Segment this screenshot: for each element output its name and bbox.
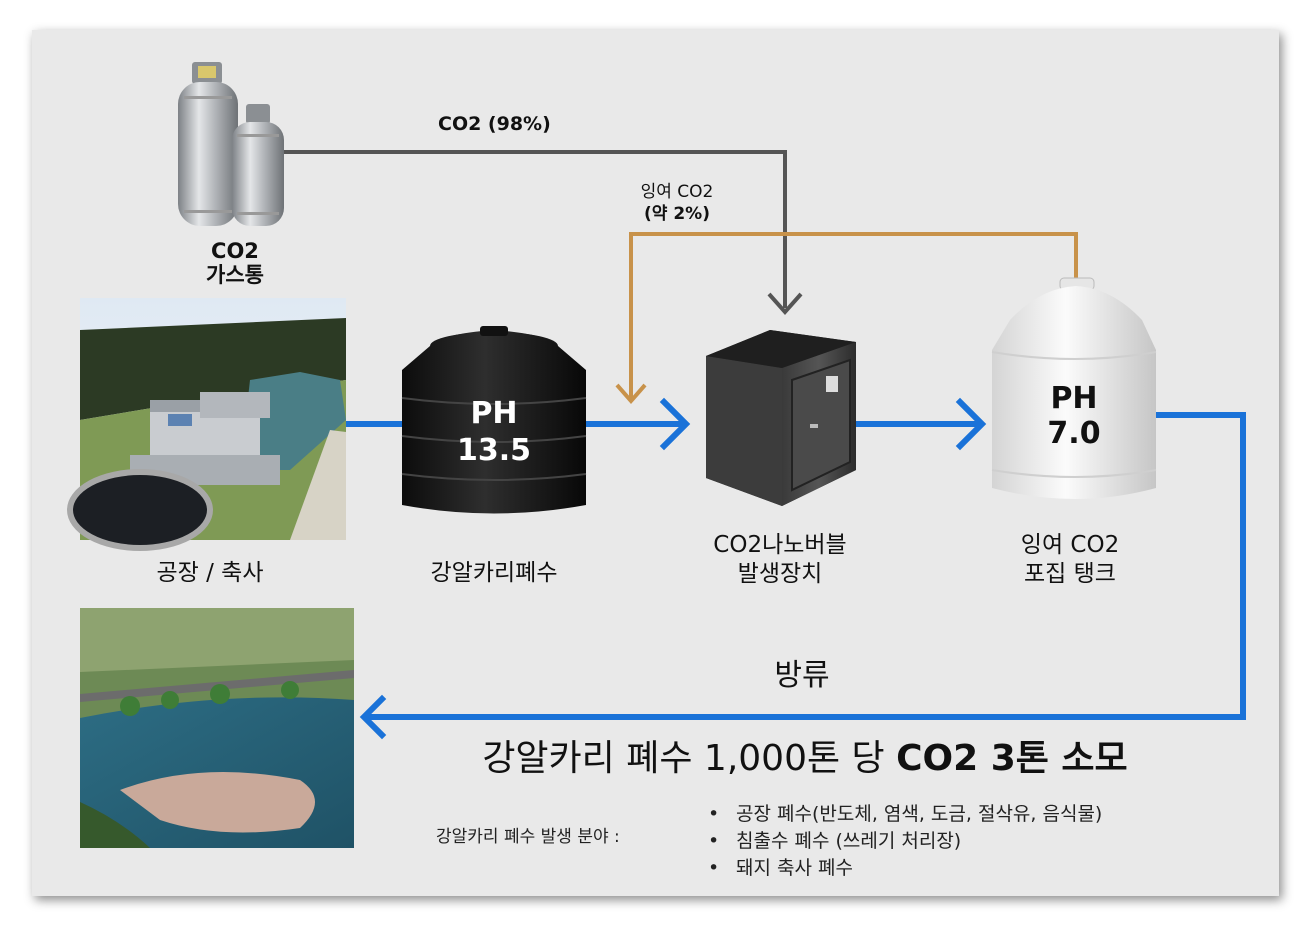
capture-ph-value: 7.0 [1047, 416, 1101, 451]
fields-title: 강알카리 폐수 발생 분야 : [436, 827, 620, 847]
nanobubble-label-line2: 발생장치 [737, 561, 823, 587]
field-item: 돼지 축사 폐수 [736, 857, 853, 879]
co2-supply-line [282, 150, 803, 316]
alkaline-wastewater-label: 강알카리폐수 [430, 560, 558, 586]
capture-tank-label-line2: 포집 탱크 [1024, 561, 1116, 587]
capture-tank-icon [991, 277, 1157, 499]
capture-ph-title: PH [1050, 381, 1098, 416]
surplus-co2-percent-label: (약 2%) [644, 204, 710, 224]
river-photo [80, 608, 354, 848]
surplus-co2-label: 잉여 CO2 [640, 182, 714, 202]
headline-prefix: 강알카리 폐수 1,000톤 당 [482, 738, 897, 779]
co2-cylinder-icon [178, 62, 284, 226]
alkaline-tank-icon [401, 326, 587, 514]
surplus-co2-line [615, 232, 1078, 405]
fields-list: • 공장 폐수(반도체, 염색, 도금, 절삭유, 음식물) • 침출수 폐수 (쓰… [708, 801, 1102, 882]
bullet: • [708, 857, 720, 879]
factory-photo [67, 298, 346, 551]
nanobubble-label-line1: CO2나노버블 [713, 532, 847, 558]
capture-tank-label-line1: 잉여 CO2 [1020, 532, 1120, 558]
field-item: 공장 폐수(반도체, 염색, 도금, 절삭유, 음식물) [736, 803, 1103, 825]
gas-cylinder-label-line2: 가스통 [206, 263, 264, 287]
alkaline-ph-title: PH [470, 396, 518, 431]
bullet: • [708, 803, 720, 825]
field-item: 침출수 폐수 (쓰레기 처리장) [736, 830, 962, 852]
list-item: • 공장 폐수(반도체, 염색, 도금, 절삭유, 음식물) [708, 801, 1102, 828]
discharge-label: 방류 [774, 658, 830, 693]
bullet: • [708, 830, 720, 852]
gas-cylinder-label-line1: CO2 [211, 239, 259, 263]
headline: 강알카리 폐수 1,000톤 당 CO2 3톤 소모 [380, 737, 1230, 781]
alkaline-ph-value: 13.5 [456, 433, 532, 468]
factory-label: 공장 / 축사 [156, 560, 264, 586]
headline-strong: CO2 3톤 소모 [896, 738, 1128, 779]
nanobubble-unit-icon [706, 330, 856, 506]
list-item: • 돼지 축사 폐수 [708, 855, 1102, 882]
co2-supply-label: CO2 (98%) [438, 113, 551, 135]
water-flow-line [341, 397, 1246, 740]
list-item: • 침출수 폐수 (쓰레기 처리장) [708, 828, 1102, 855]
